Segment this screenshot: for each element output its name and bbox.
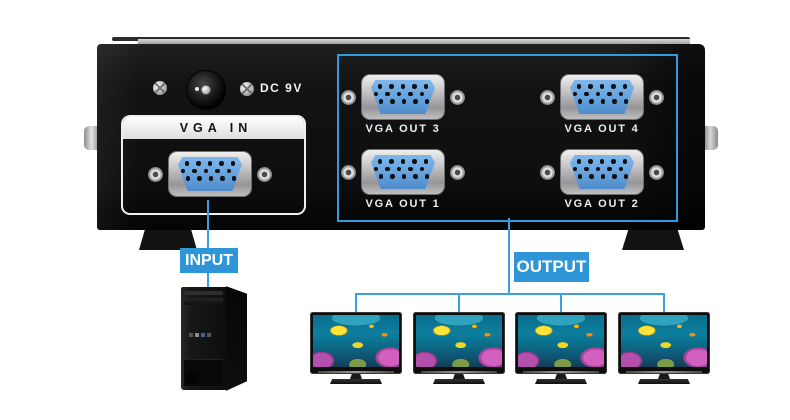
dc-power-label: DC 9V — [260, 81, 303, 95]
output-drop-line — [458, 295, 460, 314]
vga-out-3-label: VGA OUT 3 — [365, 123, 441, 135]
connector-shell — [361, 74, 445, 120]
vga-in-label: VGA IN — [123, 117, 304, 139]
connector-shell — [361, 149, 445, 195]
monitor-stand — [555, 374, 567, 379]
pin-holes — [178, 168, 238, 173]
output-ports-outline — [337, 54, 678, 222]
monitor-screen — [313, 315, 399, 367]
monitor-stand — [658, 374, 670, 379]
screw-nut-icon — [257, 166, 272, 182]
monitor-stand-base — [638, 379, 690, 384]
pin-holes — [570, 91, 630, 96]
front-io-ports — [189, 333, 211, 337]
screw-nut-icon — [649, 89, 664, 105]
monitor-stand-base — [535, 379, 587, 384]
output-distribution-line — [355, 293, 665, 295]
panel-screw-icon — [240, 82, 254, 96]
pin-holes — [179, 176, 242, 181]
monitor — [515, 312, 607, 384]
connector-shell — [168, 151, 252, 197]
connector-insert — [371, 80, 435, 114]
vga-in-frame: VGA IN — [121, 115, 306, 215]
screw-nut-icon — [148, 166, 163, 182]
monitor-stand-base — [433, 379, 485, 384]
monitor-bezel — [515, 312, 607, 374]
panel-screw-icon — [153, 81, 167, 95]
screw-nut-icon — [341, 164, 356, 180]
output-label: OUTPUT — [514, 252, 589, 282]
side-bolt-right — [701, 126, 718, 150]
tower-side-panel — [226, 286, 247, 391]
monitor — [413, 312, 505, 384]
monitor-bezel — [310, 312, 402, 374]
connector-insert — [570, 155, 634, 189]
pin-holes — [570, 166, 630, 171]
monitor-screen — [416, 315, 502, 367]
connector-shell — [560, 74, 644, 120]
connector-insert — [178, 157, 242, 191]
output-drop-line — [663, 295, 665, 314]
vga-out-2-connector — [532, 148, 672, 196]
monitor-stand — [453, 374, 465, 379]
connector-shell — [560, 149, 644, 195]
vga-out-1-connector — [333, 148, 473, 196]
monitor-stand-base — [330, 379, 382, 384]
screw-nut-icon — [649, 164, 664, 180]
tower-vent — [186, 372, 199, 383]
output-drop-line — [355, 295, 357, 314]
connector-insert — [570, 80, 634, 114]
vga-out-4-label: VGA OUT 4 — [564, 123, 640, 135]
pin-holes — [570, 159, 634, 164]
monitor — [618, 312, 710, 384]
screw-nut-icon — [341, 89, 356, 105]
dc-power-jack — [186, 70, 226, 110]
vga-out-2-label: VGA OUT 2 — [564, 198, 640, 210]
pin-holes — [371, 159, 435, 164]
optical-drive — [184, 298, 223, 305]
pin-holes — [178, 161, 242, 166]
vga-out-3-connector — [333, 73, 473, 121]
pin-holes — [372, 174, 435, 179]
pin-holes — [371, 91, 431, 96]
monitor-screen — [621, 315, 707, 367]
pin-holes — [570, 84, 634, 89]
computer-tower — [181, 284, 247, 392]
monitor-bezel — [618, 312, 710, 374]
tower-lower-panel — [184, 359, 223, 386]
screw-nut-icon — [450, 164, 465, 180]
input-label: INPUT — [180, 248, 238, 273]
vga-out-4-connector — [532, 73, 672, 121]
monitor-screen — [518, 315, 604, 367]
output-connection-line — [508, 218, 510, 295]
monitor — [310, 312, 402, 384]
connector-insert — [371, 155, 435, 189]
pin-holes — [372, 99, 435, 104]
pin-holes — [371, 166, 431, 171]
screw-nut-icon — [540, 89, 555, 105]
pin-holes — [571, 99, 634, 104]
input-connection-line — [207, 200, 209, 290]
screw-nut-icon — [540, 164, 555, 180]
screw-nut-icon — [450, 89, 465, 105]
monitor-bezel — [413, 312, 505, 374]
output-drop-line — [560, 295, 562, 314]
pin-holes — [571, 174, 634, 179]
tower-front-panel — [181, 287, 226, 390]
chassis-top-face — [138, 39, 690, 47]
tower-trim — [184, 291, 223, 295]
side-bolt-left — [84, 126, 101, 150]
monitor-stand — [350, 374, 362, 379]
vga-out-1-label: VGA OUT 1 — [365, 198, 441, 210]
pin-holes — [371, 84, 435, 89]
vga-in-connector — [140, 150, 280, 198]
